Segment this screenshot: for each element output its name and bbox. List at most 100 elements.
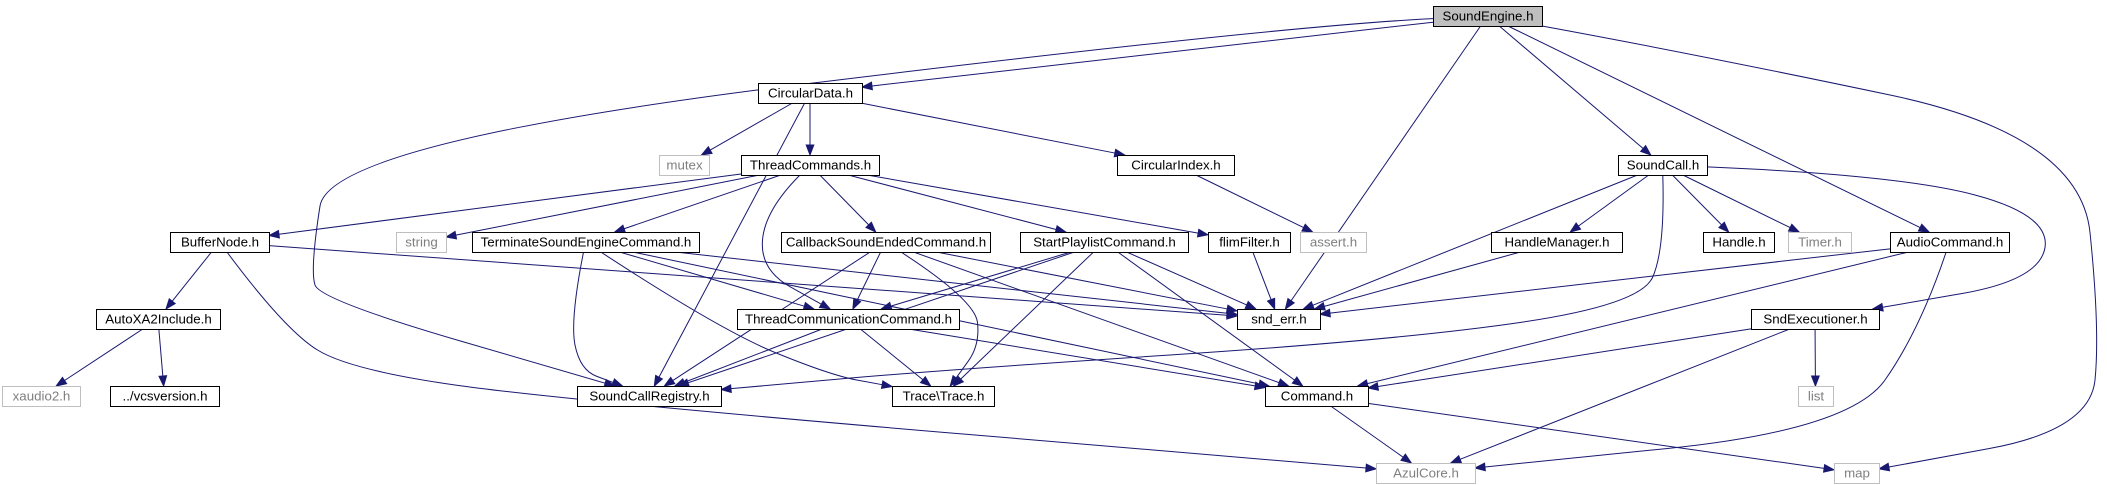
- node-box-mutex: [659, 155, 710, 176]
- node-thread-commands-h[interactable]: ThreadCommands.h: [741, 155, 880, 176]
- node-label-circular-index-h: CircularIndex.h: [1131, 158, 1220, 173]
- node-label-command-h: Command.h: [1281, 389, 1353, 404]
- node-box-circular-index-h: [1117, 155, 1235, 176]
- arrowhead-flim-filter-h-to-snd-err-h: [1266, 297, 1276, 311]
- edge-thread-commands-h-to-terminate-sound-engine-command-h: [623, 174, 782, 230]
- edge-flim-filter-h-to-snd-err-h: [1252, 251, 1272, 300]
- node-snd-executioner-h[interactable]: SndExecutioner.h: [1751, 309, 1880, 330]
- node-snd-err-h[interactable]: snd_err.h: [1237, 309, 1321, 330]
- edge-callback-sound-ended-command-h-to-snd-err-h: [936, 251, 1228, 310]
- edges-layer: [55, 18, 2098, 473]
- node-timer-h: Timer.h: [1788, 232, 1852, 253]
- arrowhead-circular-data-h-to-thread-commands-h: [805, 144, 815, 157]
- arrowhead-start-playlist-command-h-to-trace-h: [952, 375, 965, 387]
- edge-sound-engine-h-to-circular-data-h: [871, 21, 1434, 87]
- edge-audio-command-h-to-command-h: [1367, 251, 1909, 385]
- node-string: string: [396, 232, 447, 253]
- node-sound-call-h[interactable]: SoundCall.h: [1618, 155, 1708, 176]
- arrowhead-terminate-sound-engine-command-h-to-trace-h: [880, 380, 894, 390]
- node-terminate-sound-engine-command-h[interactable]: TerminateSoundEngineCommand.h: [472, 232, 700, 253]
- edge-circular-index-h-to-assert-h: [1195, 174, 1304, 229]
- arrowhead-sound-engine-h-to-audio-command-h: [1917, 223, 1931, 233]
- node-vcs-version-h[interactable]: ../vcsversion.h: [110, 386, 220, 407]
- arrowhead-thread-commands-h-to-buffer-node-h: [267, 229, 280, 239]
- edge-thread-commands-h-to-callback-sound-ended-command-h: [819, 174, 870, 226]
- node-circular-data-h[interactable]: CircularData.h: [758, 83, 863, 104]
- arrowhead-sound-engine-h-to-circular-data-h: [860, 81, 873, 91]
- node-box-auto-xa2-include-h: [96, 309, 221, 330]
- node-label-xaudio2-h: xaudio2.h: [13, 389, 71, 404]
- node-box-flim-filter-h: [1208, 232, 1291, 253]
- edge-sound-engine-h-to-snd-err-h: [1290, 25, 1482, 302]
- arrowhead-snd-executioner-h-to-list: [1810, 375, 1820, 388]
- edge-snd-executioner-h-to-command-h: [1377, 328, 1752, 388]
- edge-command-h-to-azul-core-h: [1330, 405, 1404, 458]
- node-sound-call-registry-h[interactable]: SoundCallRegistry.h: [577, 386, 722, 407]
- arrowhead-thread-commands-h-to-thread-communication-command-h: [818, 299, 832, 310]
- edge-thread-commands-h-to-buffer-node-h: [278, 173, 742, 235]
- node-label-map: map: [1844, 466, 1870, 481]
- node-handle-manager-h[interactable]: HandleManager.h: [1491, 232, 1623, 253]
- node-box-snd-err-h: [1237, 309, 1321, 330]
- node-thread-communication-command-h[interactable]: ThreadCommunicationCommand.h: [737, 309, 960, 330]
- node-auto-xa2-include-h[interactable]: AutoXA2Include.h: [96, 309, 221, 330]
- node-box-start-playlist-command-h: [1020, 232, 1189, 253]
- edge-start-playlist-command-h-to-snd-err-h: [1126, 251, 1247, 306]
- node-label-timer-h: Timer.h: [1798, 235, 1842, 250]
- node-box-list: [1798, 386, 1834, 407]
- node-label-azul-core-h: AzulCore.h: [1393, 466, 1459, 481]
- edge-thread-commands-h-to-thread-communication-command-h: [761, 174, 822, 305]
- node-command-h[interactable]: Command.h: [1265, 386, 1369, 407]
- node-box-circular-data-h: [758, 83, 863, 104]
- node-callback-sound-ended-command-h[interactable]: CallbackSoundEndedCommand.h: [781, 232, 991, 253]
- edge-audio-command-h-to-snd-err-h: [1329, 248, 1891, 314]
- edge-circular-data-h-to-sound-call-registry-h: [658, 102, 806, 378]
- node-box-audio-command-h: [1890, 232, 2010, 253]
- arrowhead-circular-data-h-to-mutex: [700, 145, 713, 156]
- node-label-buffer-node-h: BufferNode.h: [181, 235, 259, 250]
- node-label-circular-data-h: CircularData.h: [768, 86, 853, 101]
- edge-thread-commands-h-to-start-playlist-command-h: [848, 174, 1057, 230]
- arrowhead-thread-commands-h-to-flim-filter-h: [1196, 228, 1210, 238]
- node-audio-command-h[interactable]: AudioCommand.h: [1890, 232, 2010, 253]
- arrowhead-sound-call-h-to-snd-err-h: [1302, 300, 1315, 310]
- arrowhead-thread-communication-command-h-to-command-h: [1253, 381, 1267, 391]
- node-box-snd-executioner-h: [1751, 309, 1880, 330]
- edge-buffer-node-h-to-azul-core-h: [226, 251, 1367, 469]
- node-handle-h[interactable]: Handle.h: [1703, 232, 1775, 253]
- edge-sound-call-h-to-sound-call-registry-h: [730, 174, 1664, 390]
- node-circular-index-h[interactable]: CircularIndex.h: [1117, 155, 1235, 176]
- edge-terminate-sound-engine-command-h-to-snd-err-h: [675, 251, 1228, 314]
- node-label-sound-call-h: SoundCall.h: [1627, 158, 1699, 173]
- node-trace-h[interactable]: Trace\Trace.h: [892, 386, 995, 407]
- node-list: list: [1798, 386, 1834, 407]
- arrowhead-start-playlist-command-h-to-thread-communication-command-h: [879, 301, 893, 311]
- arrowhead-sound-call-h-to-timer-h: [1787, 223, 1801, 233]
- node-label-thread-commands-h: ThreadCommands.h: [750, 158, 871, 173]
- node-start-playlist-command-h[interactable]: StartPlaylistCommand.h: [1020, 232, 1189, 253]
- node-sound-engine-h[interactable]: SoundEngine.h: [1433, 6, 1543, 27]
- arrowhead-start-playlist-command-h-to-command-h: [1291, 376, 1304, 387]
- arrowhead-callback-sound-ended-command-h-to-snd-err-h: [1225, 304, 1239, 314]
- arrowhead-auto-xa2-include-h-to-vcs-version-h: [158, 375, 168, 388]
- arrowhead-buffer-node-h-to-auto-xa2-include-h: [165, 297, 177, 311]
- node-box-sound-call-h: [1618, 155, 1708, 176]
- arrowhead-sound-engine-h-to-snd-err-h: [1284, 297, 1296, 311]
- edge-handle-manager-h-to-snd-err-h: [1324, 251, 1521, 307]
- arrowhead-sound-call-h-to-sound-call-registry-h: [719, 384, 732, 394]
- node-label-sound-call-registry-h: SoundCallRegistry.h: [589, 389, 709, 404]
- node-buffer-node-h[interactable]: BufferNode.h: [170, 232, 270, 253]
- arrowhead-command-h-to-map: [1822, 463, 1836, 473]
- edge-callback-sound-ended-command-h-to-command-h: [913, 251, 1280, 384]
- arrowhead-snd-executioner-h-to-command-h: [1366, 381, 1380, 391]
- edge-auto-xa2-include-h-to-xaudio2-h: [64, 328, 144, 381]
- node-assert-h: assert.h: [1300, 232, 1367, 253]
- arrowhead-sound-call-h-to-handle-h: [1718, 221, 1730, 234]
- edge-sound-call-h-to-timer-h: [1682, 174, 1791, 229]
- node-box-timer-h: [1788, 232, 1852, 253]
- node-flim-filter-h[interactable]: flimFilter.h: [1208, 232, 1291, 253]
- node-label-flim-filter-h: flimFilter.h: [1219, 235, 1280, 250]
- node-label-audio-command-h: AudioCommand.h: [1897, 235, 2003, 250]
- edge-sound-engine-h-to-map: [1541, 25, 2098, 468]
- node-label-auto-xa2-include-h: AutoXA2Include.h: [105, 312, 211, 327]
